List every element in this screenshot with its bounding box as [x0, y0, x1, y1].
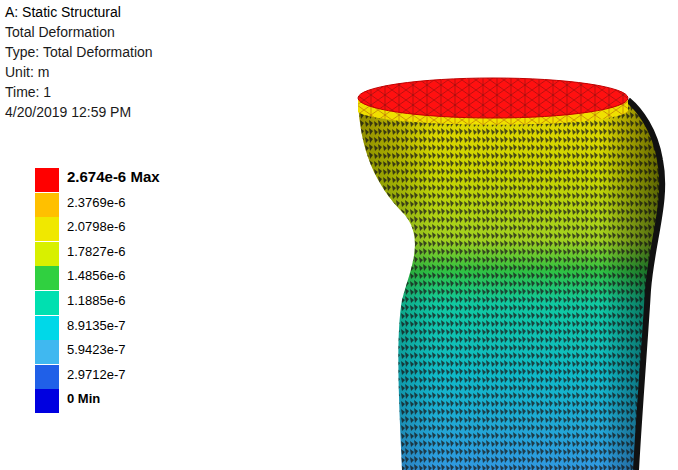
legend-value: 1.7827e-6 [67, 244, 126, 260]
legend-value: 0 Min [67, 391, 100, 407]
legend-swatch [35, 316, 59, 340]
info-line: 4/20/2019 12:59 PM [5, 103, 131, 121]
bone-shaft [358, 100, 662, 470]
legend-value: 1.1885e-6 [67, 293, 126, 309]
shaft-shading [358, 100, 662, 470]
mesh-overlay [358, 100, 662, 470]
legend-swatch [35, 193, 59, 217]
top-cap-edge [358, 78, 628, 118]
legend-swatch [35, 340, 59, 364]
top-cap-mesh [358, 78, 628, 118]
legend-swatch [35, 291, 59, 315]
legend-swatch [35, 266, 59, 290]
right-edge [628, 100, 662, 470]
info-line: Type: Total Deformation [5, 43, 153, 61]
legend-swatch [35, 168, 59, 192]
legend-value: 8.9135e-7 [67, 318, 126, 334]
info-line: Time: 1 [5, 83, 51, 101]
legend-value: 2.9712e-7 [67, 367, 126, 383]
legend-swatch [35, 389, 59, 413]
legend-swatch [35, 365, 59, 389]
legend-value: 5.9423e-7 [67, 342, 126, 358]
legend-value: 1.4856e-6 [67, 268, 126, 284]
info-line: Unit: m [5, 63, 49, 81]
top-cap [358, 78, 628, 118]
analysis-title: A: Static Structural [5, 3, 121, 21]
legend-value: 2.0798e-6 [67, 219, 126, 235]
legend-swatch [35, 242, 59, 266]
legend-value: 2.3769e-6 [67, 195, 126, 211]
legend-value: 2.674e-6 Max [67, 169, 160, 185]
legend-swatch [35, 217, 59, 241]
info-line: Total Deformation [5, 23, 115, 41]
